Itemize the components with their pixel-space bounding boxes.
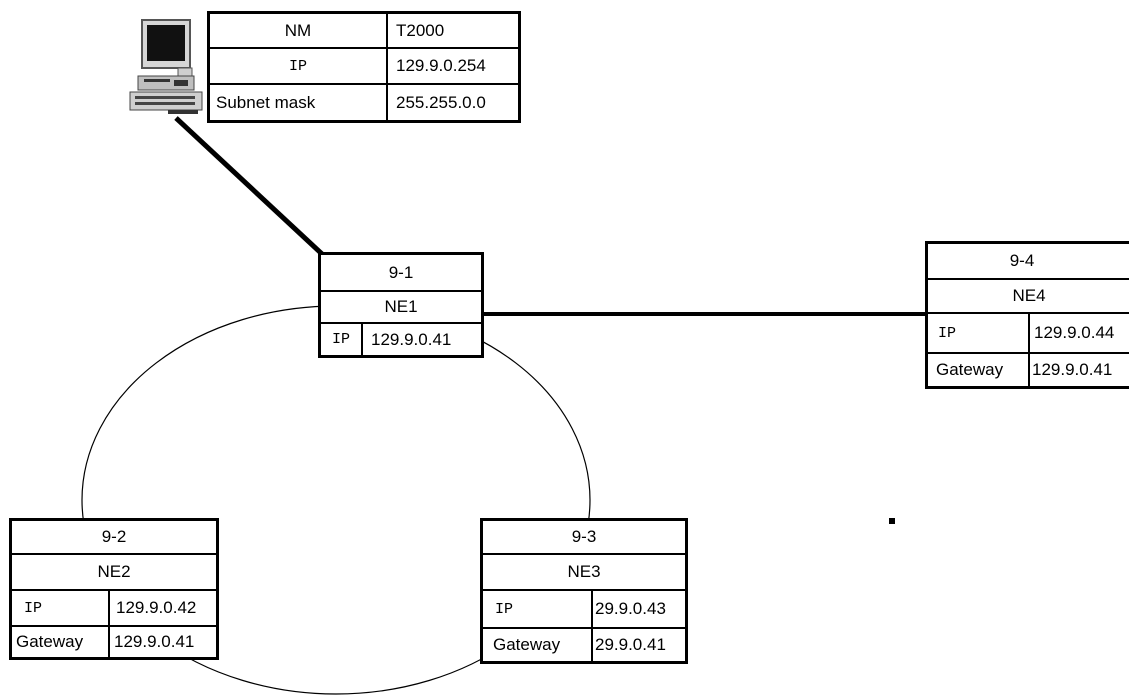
ne4-ip-label: IP xyxy=(938,324,957,342)
nm-ip-value: 129.9.0.254 xyxy=(386,49,518,83)
ne2-gw-value: 129.9.0.41 xyxy=(108,627,216,657)
ne4-gw-value: 129.9.0.41 xyxy=(1028,354,1129,386)
ne4-id: 9-4 xyxy=(1009,251,1035,270)
ne1-id-row: 9-1 xyxy=(321,255,481,292)
nm-name-value: T2000 xyxy=(386,14,518,47)
ne2-ip-label: IP xyxy=(24,599,43,617)
ne3-ip-value: 29.9.0.43 xyxy=(591,591,685,627)
ne4-name: NE4 xyxy=(1012,286,1046,305)
nm-ip-label: IP xyxy=(288,57,307,75)
ne1-node: 9-1 NE1 IP 129.9.0.41 xyxy=(318,252,484,358)
nm-mask-value: 255.255.0.0 xyxy=(386,85,518,120)
ne3-name: NE3 xyxy=(567,562,601,581)
ne3-name-row: NE3 xyxy=(483,555,685,591)
nm-name-label: NM xyxy=(284,20,312,40)
nm-row-ip: IP 129.9.0.254 xyxy=(210,49,518,85)
ne4-name-row: NE4 xyxy=(928,280,1129,314)
ne2-ip-value: 129.9.0.42 xyxy=(108,591,216,625)
ne3-ip-label: IP xyxy=(495,600,514,618)
ne3-gw-row: Gateway 29.9.0.41 xyxy=(483,629,685,661)
ne2-node: 9-2 NE2 IP 129.9.0.42 Gateway 129.9.0.41 xyxy=(9,518,219,660)
nm-row-mask: Subnet mask 255.255.0.0 xyxy=(210,85,518,120)
ne1-name: NE1 xyxy=(384,297,418,316)
ne3-gw-label: Gateway xyxy=(493,635,561,654)
ne2-name: NE2 xyxy=(97,562,131,581)
ne4-id-row: 9-4 xyxy=(928,244,1129,280)
ne4-ip-row: IP 129.9.0.44 xyxy=(928,314,1129,354)
ne2-name-row: NE2 xyxy=(12,555,216,591)
ne2-gw-label: Gateway xyxy=(16,632,84,651)
ne4-gw-label: Gateway xyxy=(936,360,1004,379)
ne1-ip-value: 129.9.0.41 xyxy=(361,324,481,355)
ne1-ip-row: IP 129.9.0.41 xyxy=(321,324,481,355)
ne4-gw-row: Gateway 129.9.0.41 xyxy=(928,354,1129,386)
ne2-id-row: 9-2 xyxy=(12,521,216,555)
nm-ne1-link xyxy=(174,116,324,256)
nm-row-name: NM T2000 xyxy=(210,14,518,49)
ne2-ip-row: IP 129.9.0.42 xyxy=(12,591,216,627)
ne3-gw-value: 29.9.0.41 xyxy=(591,629,685,661)
ne1-id: 9-1 xyxy=(388,262,414,282)
ne3-ip-row: IP 29.9.0.43 xyxy=(483,591,685,629)
ne3-id-row: 9-3 xyxy=(483,521,685,555)
nm-mask-label: Subnet mask xyxy=(216,92,316,112)
ne2-gw-row: Gateway 129.9.0.41 xyxy=(12,627,216,657)
computer-icon xyxy=(129,19,203,114)
ne2-id: 9-2 xyxy=(101,527,127,546)
ne4-node: 9-4 NE4 IP 129.9.0.44 Gateway 129.9.0.41 xyxy=(925,241,1129,389)
stray-dot xyxy=(889,518,895,524)
ne4-ip-value: 129.9.0.44 xyxy=(1028,314,1129,352)
ne1-ip-label: IP xyxy=(331,331,350,348)
ne1-name-row: NE1 xyxy=(321,292,481,324)
nm-info-table: NM T2000 IP 129.9.0.254 Subnet mask 255.… xyxy=(207,11,521,123)
ne3-node: 9-3 NE3 IP 29.9.0.43 Gateway 29.9.0.41 xyxy=(480,518,688,664)
ne3-id: 9-3 xyxy=(571,527,597,546)
